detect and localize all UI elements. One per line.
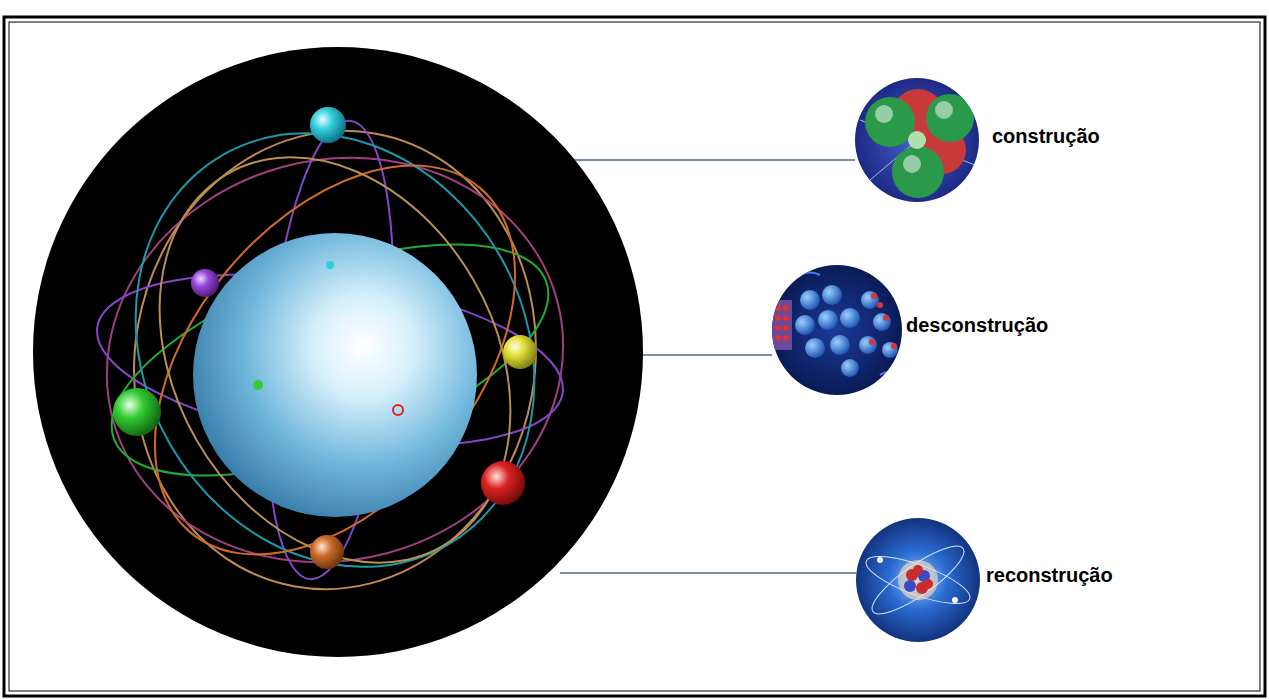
stage-label: desconstrução [906,313,1048,337]
stage-label: construção [992,124,1100,148]
stage-label: reconstrução [986,563,1113,587]
